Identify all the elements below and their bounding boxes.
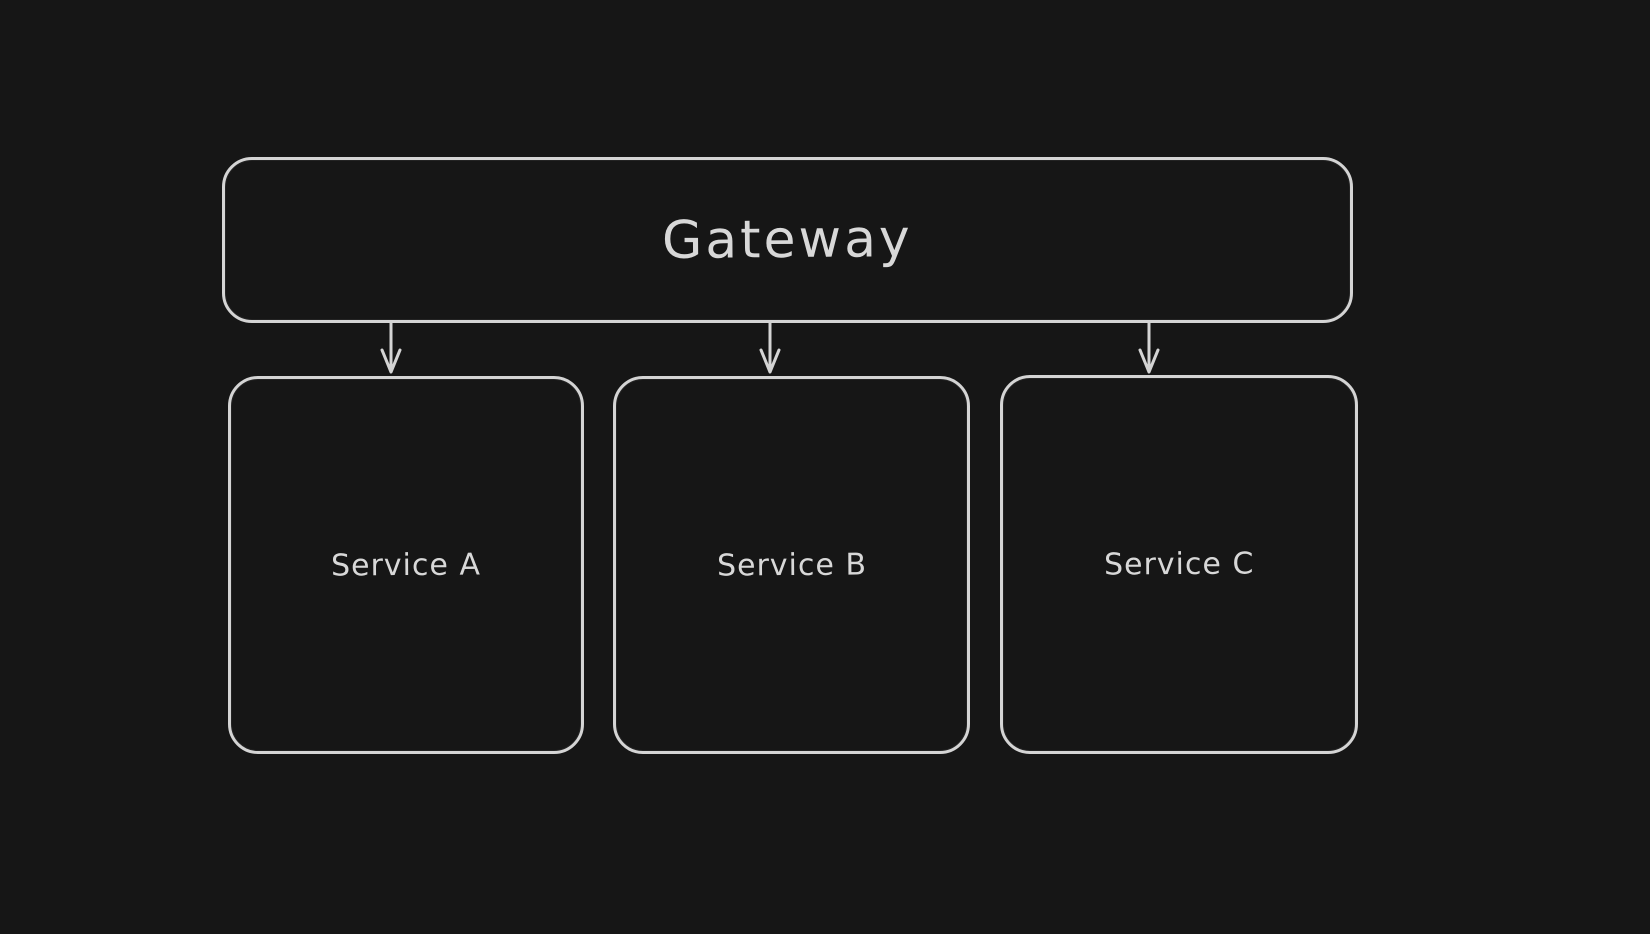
arrow-gateway-to-service-b[interactable] bbox=[748, 321, 792, 377]
gateway-label: Gateway bbox=[661, 209, 914, 271]
service-a-label: Service A bbox=[330, 546, 482, 584]
service-c-label: Service C bbox=[1103, 546, 1255, 583]
arrow-gateway-to-service-a[interactable] bbox=[369, 321, 413, 377]
down-arrow-icon bbox=[1138, 321, 1160, 374]
service-a-node[interactable]: Service A bbox=[228, 376, 584, 754]
down-arrow-icon bbox=[380, 321, 402, 374]
service-b-node[interactable]: Service B bbox=[613, 376, 970, 754]
service-c-node[interactable]: Service C bbox=[1000, 375, 1358, 754]
gateway-node[interactable]: Gateway bbox=[222, 157, 1353, 323]
arrow-gateway-to-service-c[interactable] bbox=[1127, 321, 1171, 377]
down-arrow-icon bbox=[759, 321, 781, 374]
service-b-label: Service B bbox=[716, 546, 867, 584]
